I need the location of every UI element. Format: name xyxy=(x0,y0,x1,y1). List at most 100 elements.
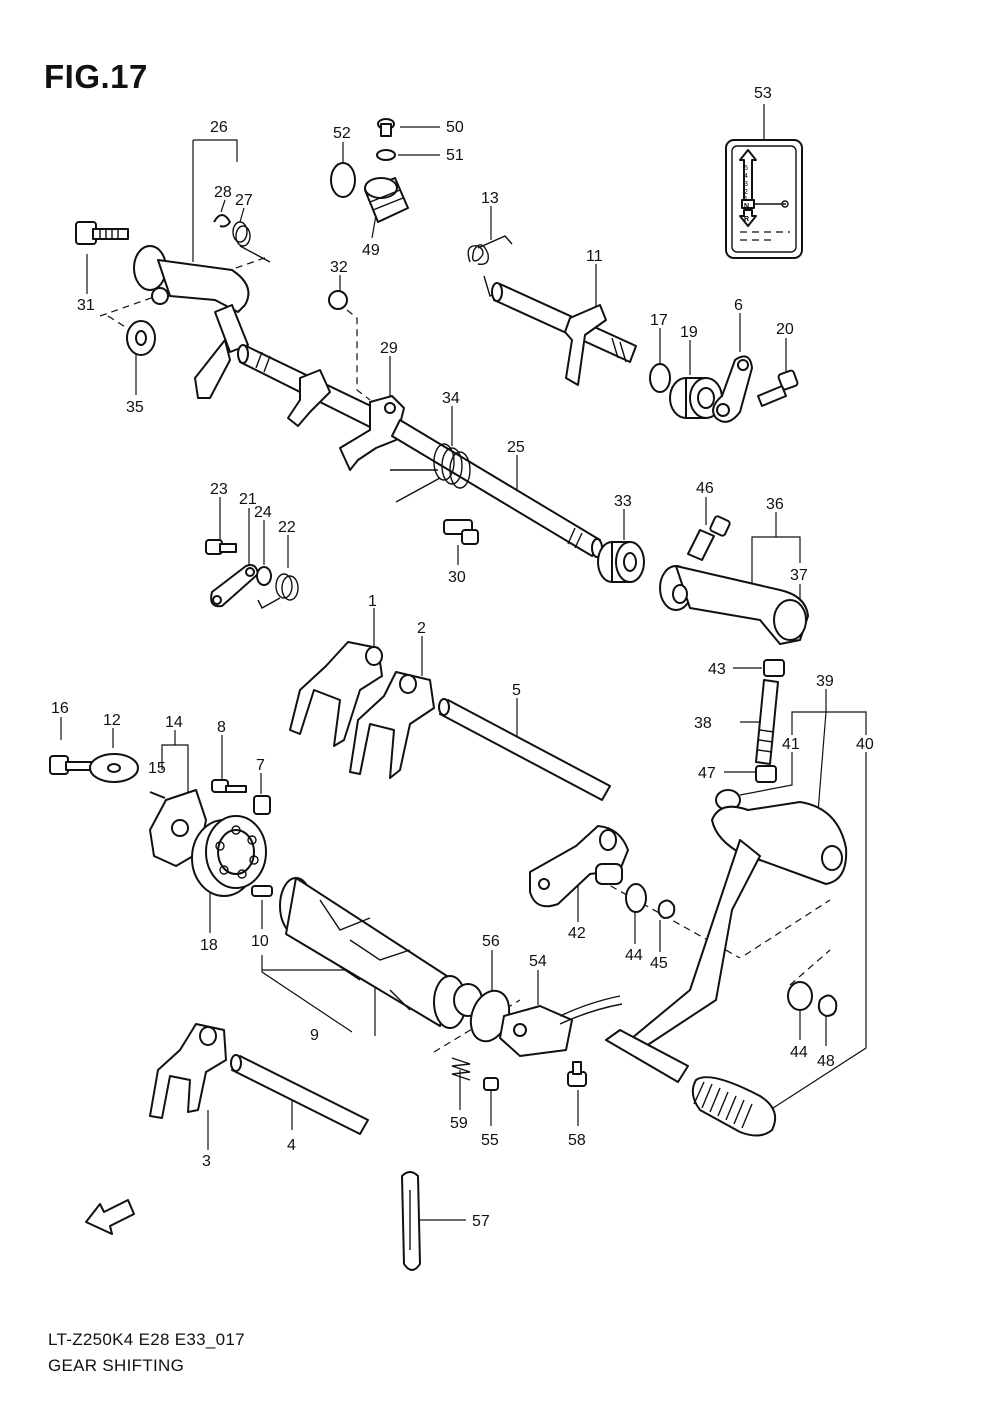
callout-41: 41 xyxy=(782,736,800,753)
collar-32 xyxy=(328,290,348,310)
pin-10 xyxy=(251,885,273,897)
rod-5 xyxy=(438,698,611,801)
callout-27: 27 xyxy=(235,192,253,209)
bolt-16 xyxy=(49,755,95,775)
callout-39: 39 xyxy=(816,673,834,690)
bearing-18 xyxy=(191,815,267,897)
callout-52: 52 xyxy=(333,125,351,142)
callout-54: 54 xyxy=(529,953,547,970)
callout-51: 51 xyxy=(446,147,464,164)
callout-13: 13 xyxy=(481,190,499,207)
callout-56: 56 xyxy=(482,933,500,950)
callout-40: 40 xyxy=(856,736,874,753)
callout-26: 26 xyxy=(210,119,228,136)
callout-55: 55 xyxy=(481,1132,499,1149)
callout-25: 25 xyxy=(507,439,525,456)
decal-gear-2: 2 xyxy=(744,189,748,196)
decal-reverse: R xyxy=(744,216,749,223)
decal-text: 5 4 3 2 1 N R xyxy=(744,165,749,223)
fwd-arrow-icon xyxy=(85,1199,135,1235)
spring-27 xyxy=(232,221,271,263)
callout-20: 20 xyxy=(776,321,794,338)
bracket-57 xyxy=(401,1171,421,1271)
decal-gear-3: 3 xyxy=(744,181,748,188)
bolt-20 xyxy=(757,369,799,407)
pin-55 xyxy=(483,1077,499,1091)
callout-32: 32 xyxy=(330,259,348,276)
bearing-33 xyxy=(597,541,645,583)
callout-59: 59 xyxy=(450,1115,468,1132)
callout-5: 5 xyxy=(512,682,521,699)
shift-arm-26 xyxy=(133,245,250,399)
callout-22: 22 xyxy=(278,519,296,536)
stopper-plate-42 xyxy=(529,825,629,908)
callout-31: 31 xyxy=(77,297,95,314)
plate-7 xyxy=(253,795,271,815)
fork-1 xyxy=(289,641,383,747)
callout-33: 33 xyxy=(614,493,632,510)
washer-44-b xyxy=(787,981,813,1011)
callout-49: 49 xyxy=(362,242,380,259)
callout-15: 15 xyxy=(148,760,166,777)
figure-title: FIG.17 xyxy=(44,58,148,95)
screw-58 xyxy=(567,1061,587,1087)
washer-17 xyxy=(649,363,671,393)
callout-45: 45 xyxy=(650,955,668,972)
callout-42: 42 xyxy=(568,925,586,942)
nut-43 xyxy=(763,659,785,677)
callout-23: 23 xyxy=(210,481,228,498)
callout-19: 19 xyxy=(680,324,698,341)
circlip-48 xyxy=(817,994,838,1017)
decal-neutral: N xyxy=(744,203,749,210)
callout-29: 29 xyxy=(380,340,398,357)
callout-2: 2 xyxy=(417,620,426,637)
callout-48: 48 xyxy=(817,1053,835,1070)
circlip-45 xyxy=(657,899,676,919)
callout-6: 6 xyxy=(734,297,743,314)
callout-21: 21 xyxy=(239,491,257,508)
spring-34 xyxy=(390,443,471,503)
clip-28 xyxy=(213,214,231,228)
cap-49 xyxy=(364,177,409,223)
callout-46: 46 xyxy=(696,480,714,497)
spring-59 xyxy=(451,1057,471,1081)
part-drawings xyxy=(49,118,848,1271)
callout-30: 30 xyxy=(448,569,466,586)
model-code: LT-Z250K4 E28 E33_017 xyxy=(48,1330,245,1349)
bolt-23 xyxy=(205,539,237,555)
callout-53: 53 xyxy=(754,85,772,102)
washer-44 xyxy=(625,883,647,913)
callout-57: 57 xyxy=(472,1213,490,1230)
shaft-25 xyxy=(391,419,603,558)
callout-9: 9 xyxy=(310,1027,319,1044)
diagram-name: GEAR SHIFTING xyxy=(48,1356,185,1375)
arm-6 xyxy=(712,355,753,423)
screw-8 xyxy=(211,779,247,793)
lever-arm-36 xyxy=(659,565,809,645)
callout-36: 36 xyxy=(766,496,784,513)
callout-17: 17 xyxy=(650,312,668,329)
callout-11: 11 xyxy=(586,248,603,265)
leader-lines xyxy=(60,104,867,1221)
callout-10: 10 xyxy=(251,933,269,950)
shift-decal-53 xyxy=(725,139,803,259)
callout-numbers: 1 2 3 4 5 6 7 8 9 10 11 12 13 14 15 16 1… xyxy=(51,85,874,1230)
cam-drum-9 xyxy=(279,877,483,1029)
washer-24 xyxy=(256,566,272,586)
nut-47 xyxy=(755,765,777,783)
washer-51 xyxy=(376,149,396,161)
callout-50: 50 xyxy=(446,119,464,136)
callout-35: 35 xyxy=(126,399,144,416)
stopper-14 xyxy=(149,789,207,867)
callout-16: 16 xyxy=(51,700,69,717)
rod-38 xyxy=(755,679,779,765)
callout-28: 28 xyxy=(214,184,232,201)
shift-pedal-39 xyxy=(605,789,848,1137)
position-switch-54 xyxy=(499,995,623,1057)
callout-37: 37 xyxy=(790,567,808,584)
shift-shaft-29 xyxy=(237,344,405,471)
callout-3: 3 xyxy=(202,1153,211,1170)
spring-22 xyxy=(257,573,299,609)
bolt-50 xyxy=(377,118,395,137)
